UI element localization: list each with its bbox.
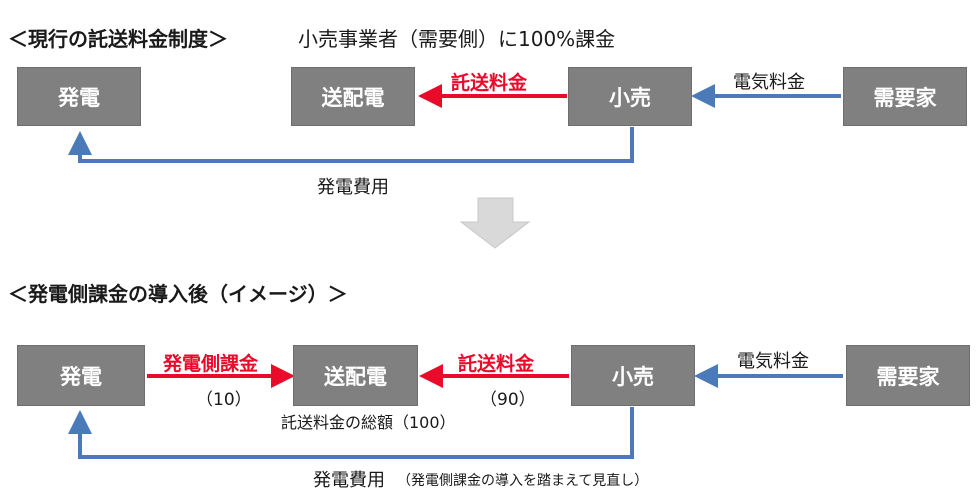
electricity-fee-label: 電気料金 [733,72,805,93]
generation-cost-label-2: 発電費用 [313,470,385,491]
generation-charge-label: 発電側課金 [163,353,259,375]
retail-box-2: 小売 [571,345,695,406]
wheeling-fee-amount: （90） [480,390,536,410]
generation-box-2: 発電 [17,345,145,406]
generation-box: 発電 [17,67,141,126]
current-subheading: 小売事業者（需要側）に100%課金 [298,27,616,51]
electricity-fee-label-2: 電気料金 [737,351,809,372]
consumer-box: 需要家 [843,67,967,126]
total-wheeling-fee-note: 託送料金の総額（100） [281,413,456,432]
wheeling-fee-label: 託送料金 [451,72,528,94]
generation-cost-note: （発電側課金の導入を踏まえて見直し） [397,473,649,489]
generation-charge-amount: （10） [196,390,252,410]
future-heading: ＜発電側課金の導入後（イメージ）＞ [8,282,348,306]
current-heading: ＜現行の託送料金制度＞ [8,27,228,51]
down-arrow [459,197,531,249]
generation-cost-arrow [68,127,634,163]
transmission-box: 送配電 [291,67,415,126]
transmission-box-2: 送配電 [293,345,418,406]
consumer-box-2: 需要家 [846,345,970,406]
wheeling-fee-label-2: 託送料金 [458,353,535,375]
generation-cost-arrow-2 [68,407,634,459]
retail-box: 小売 [568,67,692,126]
generation-cost-label: 発電費用 [317,177,389,198]
